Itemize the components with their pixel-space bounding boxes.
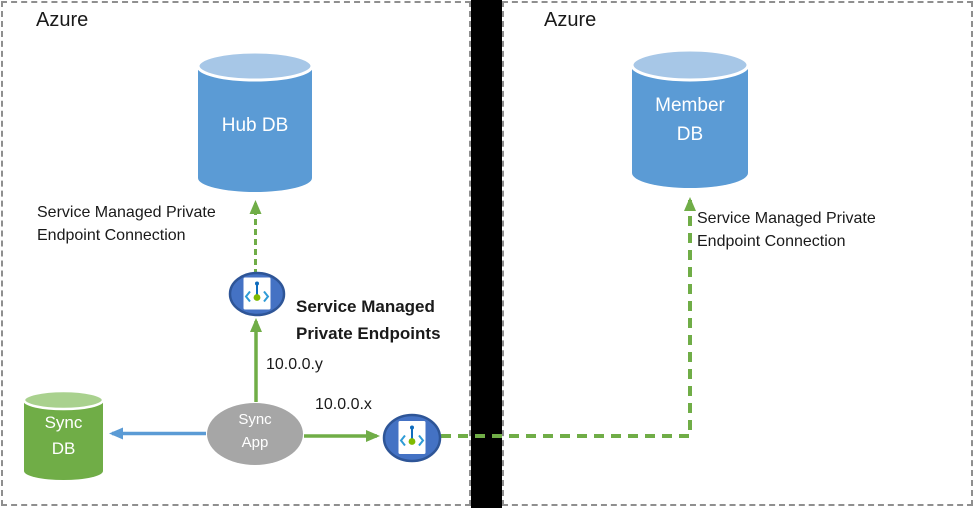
private-endpoint-icon	[382, 413, 442, 463]
network-boundary-divider	[471, 0, 502, 508]
arrow-endpoint2-to-memberdb	[441, 197, 696, 438]
azure-region-label-right: Azure	[544, 9, 597, 31]
private-endpoint-icon	[228, 271, 286, 317]
member-db-cylinder	[630, 48, 750, 188]
sync-app-label: Sync App	[238, 411, 272, 451]
connection-label-left: Service Managed Private Endpoint Connect…	[37, 204, 216, 245]
ip-label-x: 10.0.0.x	[315, 396, 372, 413]
member-db-label: Member DB	[655, 95, 725, 145]
connection-label-right: Service Managed Private Endpoint Connect…	[697, 210, 876, 251]
hub-db-label: Hub DB	[221, 115, 289, 136]
azure-region-label-left: Azure	[36, 9, 89, 31]
ip-label-y: 10.0.0.y	[266, 356, 323, 373]
service-managed-private-endpoints-title: Service Managed Private Endpoints	[296, 297, 441, 344]
hub-db-cylinder	[196, 50, 314, 192]
sync-db-label: Sync DB	[44, 413, 83, 458]
sync-app-ellipse	[207, 403, 303, 465]
sync-db-cylinder	[22, 389, 105, 480]
